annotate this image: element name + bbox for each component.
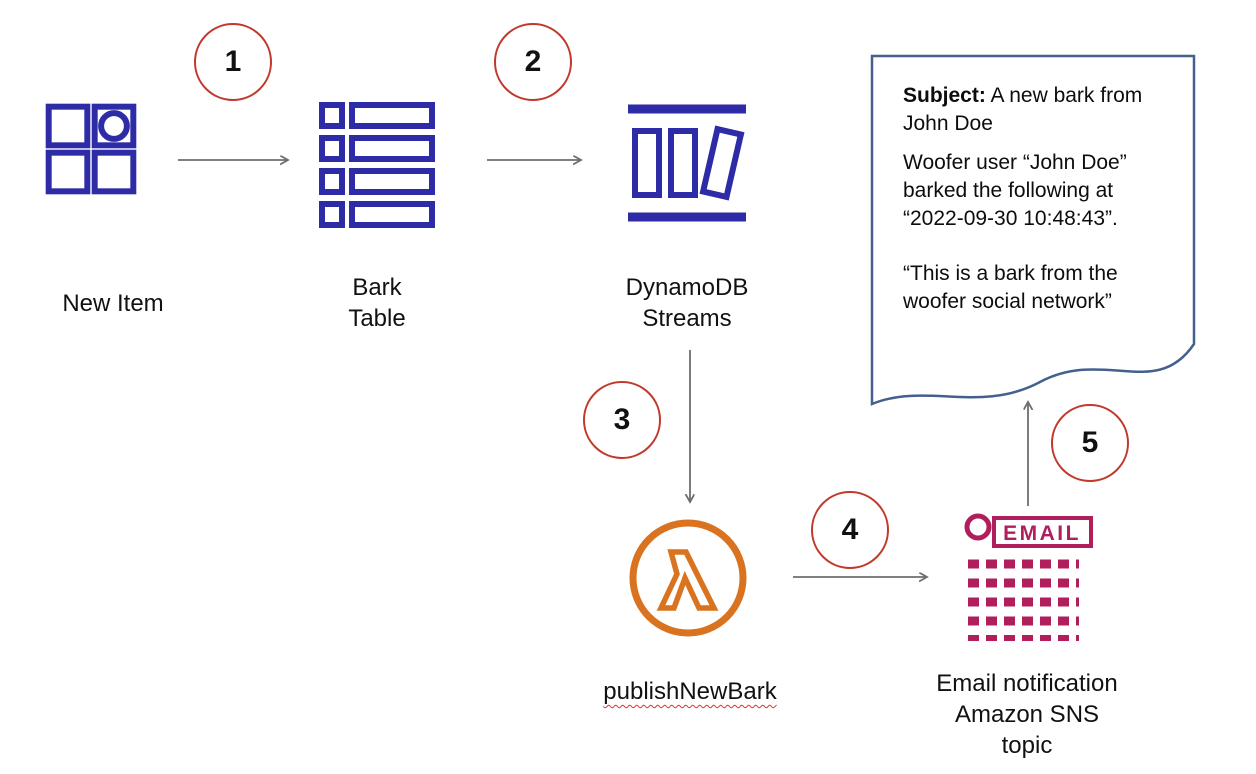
bark-table-label-line1: Bark	[352, 274, 402, 301]
sns-label-line1: Email notification	[936, 670, 1118, 697]
step-number-4: 4	[841, 513, 859, 546]
lambda-icon	[629, 519, 747, 637]
sns-label-line3: topic	[1001, 732, 1053, 760]
email-icon-text: EMAIL	[1003, 522, 1081, 545]
dynamodb-label-line1: DynamoDB	[625, 274, 749, 301]
new-item-label: New Item	[23, 288, 203, 319]
step-circle-1: 1	[194, 23, 272, 101]
step-circle-5: 5	[1051, 404, 1129, 482]
step-number-1: 1	[224, 45, 242, 78]
note-subject-rest: A new bark from John Doe	[903, 84, 1143, 136]
step-number-2: 2	[524, 45, 542, 78]
bark-table-label-line2: Table	[348, 305, 406, 333]
new-item-label-text: New Item	[62, 290, 164, 317]
dynamodb-streams-label: DynamoDB Streams	[597, 272, 777, 334]
sns-label-line2: Amazon SNS	[954, 701, 1100, 729]
email-note-shape	[870, 54, 1196, 406]
note-subject-label: Subject:	[903, 84, 986, 107]
note-subject-line: Subject: A new bark from John Doe	[903, 82, 1165, 139]
note-body: Woofer user “John Doe” barked the follow…	[903, 150, 1127, 231]
email-note-text: Subject: A new bark from John Doe Woofer…	[903, 82, 1165, 326]
dynamodb-streams-icon	[628, 104, 746, 222]
sns-email-icon: EMAIL	[964, 513, 1093, 641]
dynamodb-label-line2: Streams	[642, 305, 732, 333]
note-quote: “This is a bark from the woofer social n…	[903, 261, 1118, 314]
lambda-label: publishNewBark	[590, 678, 790, 706]
sns-topic-label: Email notification Amazon SNS topic	[927, 668, 1127, 762]
step-number-5: 5	[1081, 426, 1099, 459]
bark-table-icon	[319, 102, 435, 228]
bark-table-label: Bark Table	[287, 272, 467, 334]
lambda-label-text: publishNewBark	[603, 678, 777, 705]
step-circle-4: 4	[811, 491, 889, 569]
step-number-3: 3	[613, 403, 631, 436]
step-circle-3: 3	[583, 381, 661, 459]
step-circle-2: 2	[494, 23, 572, 101]
new-item-icon	[45, 103, 137, 195]
